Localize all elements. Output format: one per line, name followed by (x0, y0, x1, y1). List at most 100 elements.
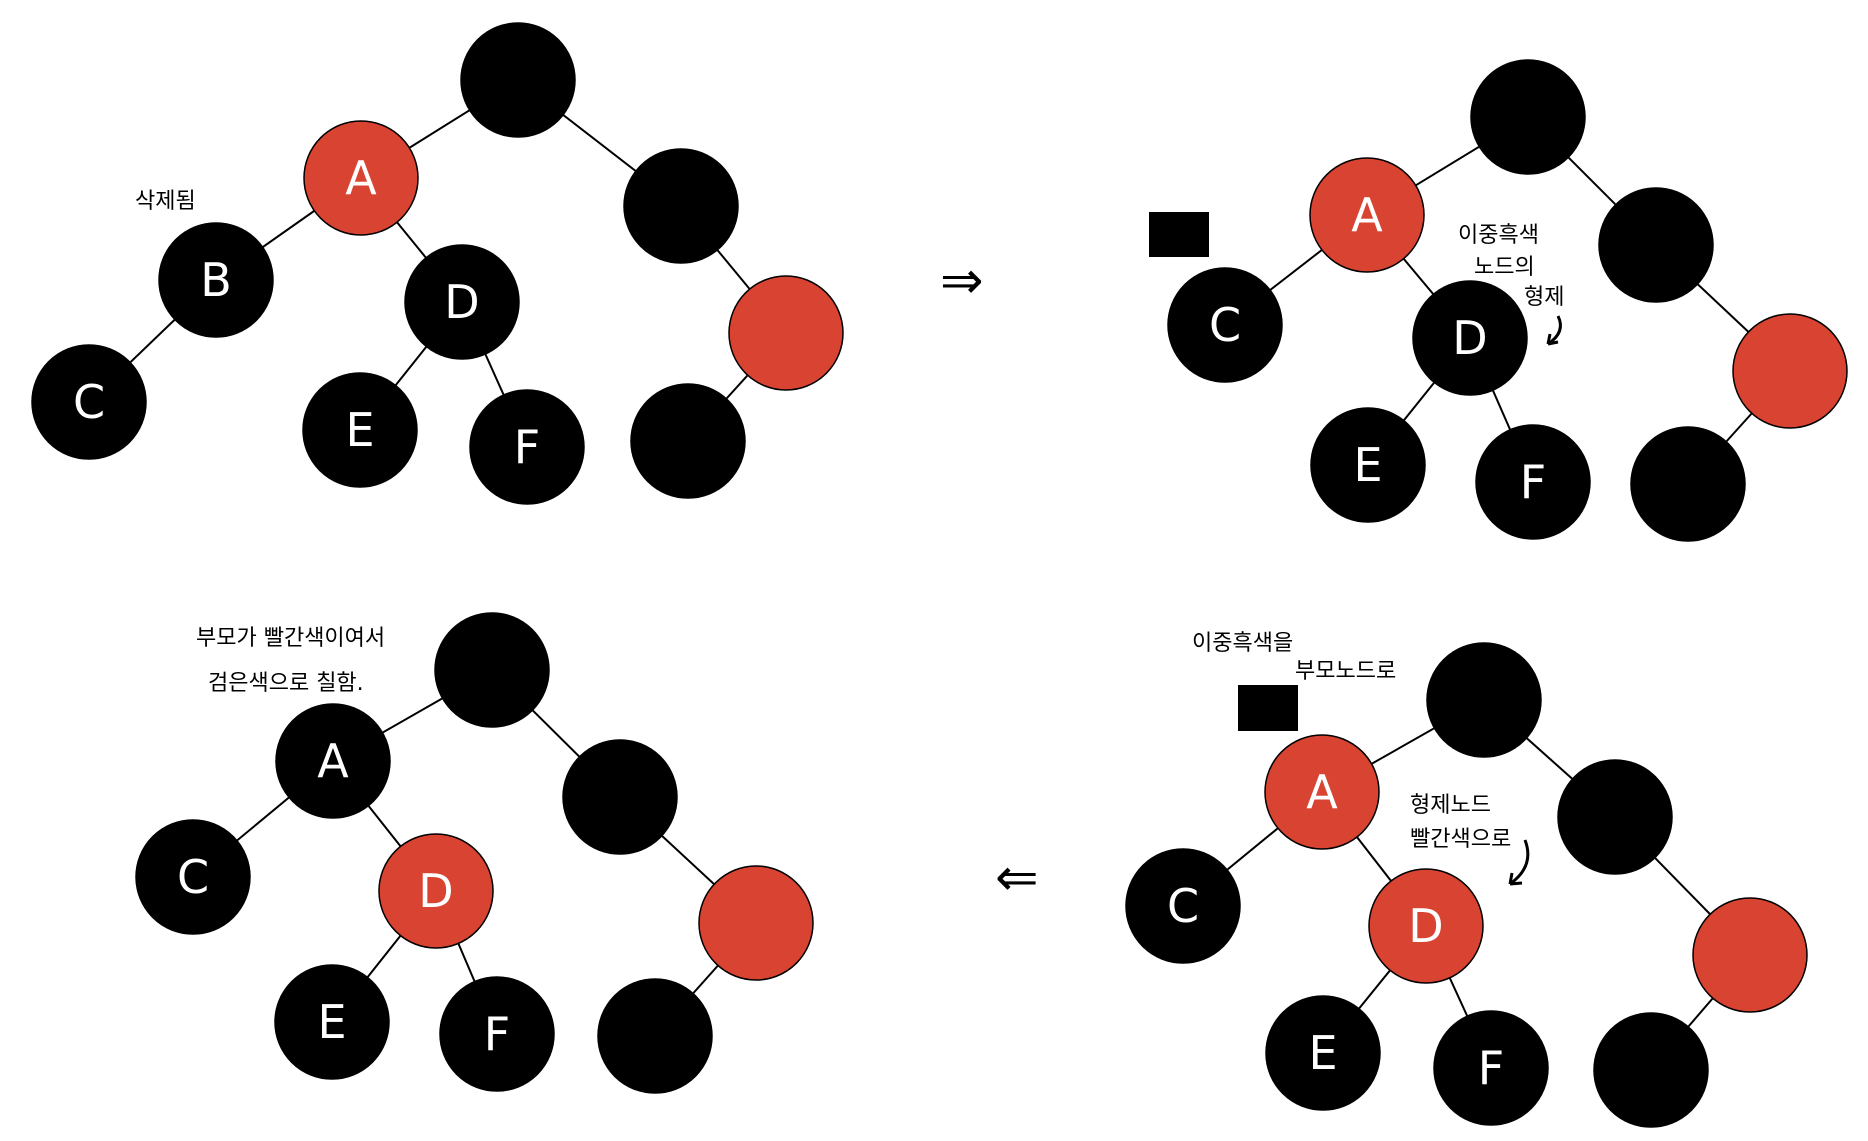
node-label: A (1351, 188, 1383, 242)
node-circle (562, 739, 678, 855)
node-circle (1426, 642, 1542, 758)
tree-node-root (434, 612, 550, 728)
tree-node-d: D (1368, 868, 1484, 984)
note-sibling-3: 형제 (1524, 285, 1564, 310)
tree-node-a: A (1309, 157, 1425, 273)
node-circle (1264, 734, 1380, 850)
note-red-1: 형제노드 (1410, 793, 1491, 818)
tree-node-r3 (1630, 426, 1746, 542)
tree-node-c: C (1167, 267, 1283, 383)
node-label: D (418, 864, 453, 918)
node-circle (1265, 995, 1381, 1111)
node-circle (302, 372, 418, 488)
node-label: E (317, 995, 346, 1049)
node-circle (460, 22, 576, 138)
node-label: D (1452, 311, 1487, 365)
tree-node-r2 (1732, 313, 1848, 429)
node-label: D (444, 275, 479, 329)
node-circle (1598, 187, 1714, 303)
node-label: C (1209, 298, 1241, 352)
tree-node-r2 (698, 865, 814, 981)
arrow-right-icon: ⇒ (940, 251, 984, 311)
node-circle (1593, 1012, 1709, 1128)
note-move-2: 부모노드로 (1295, 659, 1396, 684)
node-label: A (317, 734, 349, 788)
node-circle (439, 976, 555, 1092)
node-circle (1732, 313, 1848, 429)
node-circle (378, 833, 494, 949)
node-circle (1475, 424, 1591, 540)
node-label: E (345, 403, 374, 457)
node-circle (274, 964, 390, 1080)
note-parent-2: 검은색으로 칠함. (208, 671, 364, 696)
node-circle (135, 819, 251, 935)
node-circle (1412, 280, 1528, 396)
node-circle (1310, 407, 1426, 523)
tree-node-b: B (158, 222, 274, 338)
tree-node-r1 (623, 148, 739, 264)
node-circle (728, 275, 844, 391)
node-label: B (200, 253, 232, 307)
node-circle (1630, 426, 1746, 542)
tree-node-c: C (135, 819, 251, 935)
curved-arrow-icon (1508, 839, 1530, 886)
node-label: F (1520, 455, 1546, 509)
tree-node-d: D (378, 833, 494, 949)
node-label: C (1167, 879, 1199, 933)
node-circle (469, 389, 585, 505)
node-circle (698, 865, 814, 981)
node-circle (1692, 897, 1808, 1013)
node-label: E (1308, 1026, 1337, 1080)
tree-node-r2 (1692, 897, 1808, 1013)
node-circle (630, 383, 746, 499)
tree-node-f: F (1475, 424, 1591, 540)
node-circle (404, 244, 520, 360)
tree-node-root (1426, 642, 1542, 758)
tree-node-r3 (597, 978, 713, 1094)
tree-node-r1 (1598, 187, 1714, 303)
node-circle (275, 703, 391, 819)
node-circle (158, 222, 274, 338)
tree-node-e: E (302, 372, 418, 488)
node-label: F (514, 420, 540, 474)
node-circle (1167, 267, 1283, 383)
tree-node-r3 (630, 383, 746, 499)
tree-node-c: C (31, 344, 147, 460)
note-sibling-2: 노드의 (1474, 255, 1535, 280)
tree-node-f: F (439, 976, 555, 1092)
node-circle (1557, 759, 1673, 875)
node-circle (1125, 848, 1241, 964)
note-move-1: 이중흑색을 (1192, 631, 1293, 656)
arrow-left-icon: ⇐ (995, 848, 1039, 908)
tree-node-root (1470, 59, 1586, 175)
note-parent-1: 부모가 빨간색이여서 (196, 626, 385, 651)
node-circle (1368, 868, 1484, 984)
tree-node-r1 (562, 739, 678, 855)
curved-arrow-icon (1546, 315, 1562, 346)
node-label: F (484, 1007, 510, 1061)
double-black-marker (1149, 212, 1209, 257)
tree-node-a: A (275, 703, 391, 819)
node-circle (597, 978, 713, 1094)
tree-node-f: F (469, 389, 585, 505)
node-circle (1470, 59, 1586, 175)
tree-node-c: C (1125, 848, 1241, 964)
tree-node-f: F (1433, 1010, 1549, 1126)
node-circle (1433, 1010, 1549, 1126)
note-sibling-1: 이중흑색 (1458, 223, 1539, 248)
tree-node-e: E (1310, 407, 1426, 523)
note-delete: 삭제됨 (135, 189, 196, 214)
node-circle (303, 120, 419, 236)
node-circle (623, 148, 739, 264)
tree-node-e: E (1265, 995, 1381, 1111)
node-label: C (177, 850, 209, 904)
node-label: A (345, 151, 377, 205)
tree-node-r2 (728, 275, 844, 391)
node-label: E (1353, 438, 1382, 492)
node-circle (1309, 157, 1425, 273)
note-red-2: 빨간색으로 (1410, 827, 1511, 852)
tree-node-d: D (1412, 280, 1528, 396)
node-label: D (1408, 899, 1443, 953)
